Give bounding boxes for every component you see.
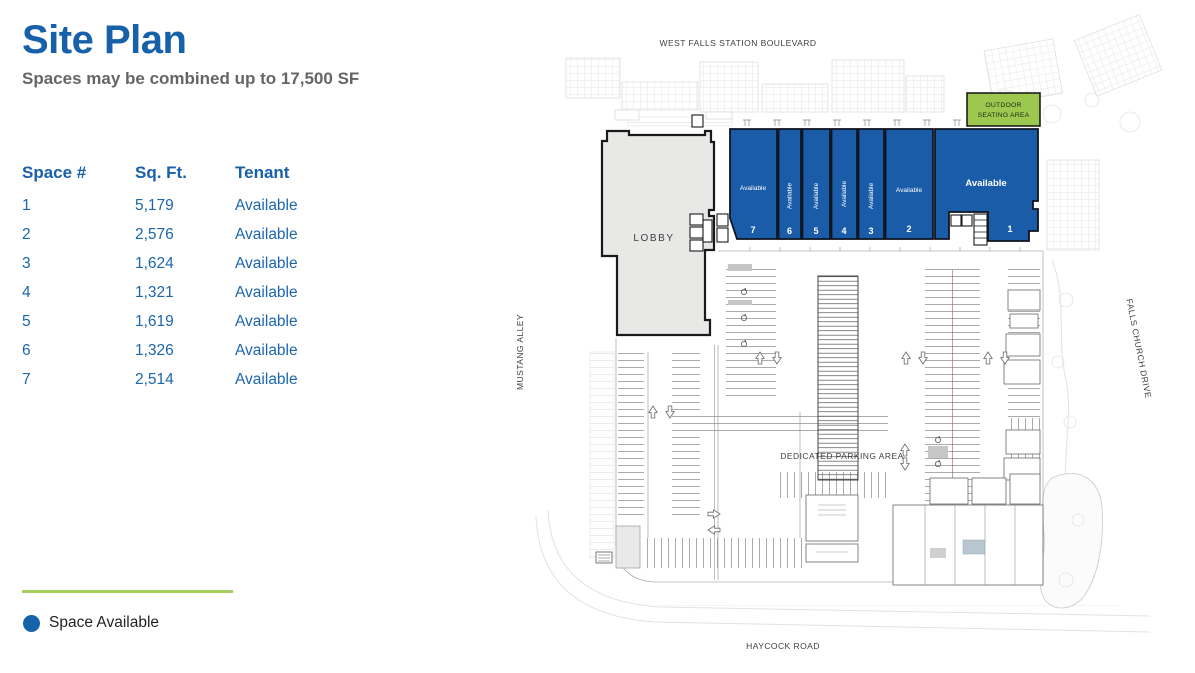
- road-label-haycock-road: HAYCOCK ROAD: [746, 641, 820, 651]
- table-header-row: Space # Sq. Ft. Tenant: [22, 163, 382, 191]
- cell-sqft: 1,624: [135, 255, 174, 272]
- cell-sqft: 2,576: [135, 226, 174, 243]
- cell-space-number: 1: [22, 197, 31, 214]
- space-4: [830, 128, 858, 240]
- parking-garage: [595, 247, 1044, 586]
- table-row: 4 1,321 Available: [22, 278, 382, 307]
- cell-sqft: 2,514: [135, 371, 174, 388]
- cell-space-number: 5: [22, 313, 31, 330]
- space-7: [729, 128, 778, 240]
- col-header-tenant: Tenant: [235, 163, 290, 182]
- outdoor-seating-line1: OUTDOOR: [985, 102, 1021, 109]
- cell-space-number: 3: [22, 255, 31, 272]
- cell-sqft: 1,326: [135, 342, 174, 359]
- road-label-mustang-alley: MUSTANG ALLEY: [515, 314, 525, 390]
- legend: Space Available: [23, 614, 159, 632]
- table-row: 6 1,326 Available: [22, 336, 382, 365]
- outdoor-seating-line2: SEATING AREA: [978, 112, 1030, 119]
- table-row: 5 1,619 Available: [22, 307, 382, 336]
- space-3-status: Available: [868, 182, 875, 209]
- space-2-status: Available: [896, 187, 923, 194]
- page-title: Site Plan: [22, 18, 187, 62]
- road-label-west-falls-station-boulevard: WEST FALLS STATION BOULEVARD: [660, 38, 817, 48]
- space-7-number: 7: [750, 225, 755, 235]
- cell-space-number: 2: [22, 226, 31, 243]
- table-row: 7 2,514 Available: [22, 365, 382, 394]
- cell-tenant: Available: [235, 342, 298, 359]
- context-buildings: [535, 13, 1163, 633]
- cell-space-number: 6: [22, 342, 31, 359]
- road-label-falls-church-drive: FALLS CHURCH DRIVE: [1124, 298, 1153, 399]
- table-row: 3 1,624 Available: [22, 249, 382, 278]
- cell-tenant: Available: [235, 255, 298, 272]
- retail-spaces: Available Available Available Available …: [729, 128, 1039, 246]
- space-3: [857, 128, 885, 240]
- space-5: [801, 128, 831, 240]
- cell-sqft: 1,619: [135, 313, 174, 330]
- cell-sqft: 5,179: [135, 197, 174, 214]
- cell-tenant: Available: [235, 371, 298, 388]
- dedicated-parking-area-label: DEDICATED PARKING AREA: [780, 451, 903, 461]
- cell-space-number: 4: [22, 284, 31, 301]
- space-1-number: 1: [1007, 224, 1012, 234]
- space-5-number: 5: [813, 226, 818, 236]
- spaces-table: Space # Sq. Ft. Tenant 1 5,179 Available…: [22, 163, 382, 394]
- cell-space-number: 7: [22, 371, 31, 388]
- space-4-status: Available: [841, 180, 848, 207]
- space-available-dot-icon: [23, 614, 40, 632]
- cell-tenant: Available: [235, 284, 298, 301]
- space-4-number: 4: [841, 226, 846, 236]
- table-row: 1 5,179 Available: [22, 191, 382, 220]
- legend-label: Space Available: [49, 614, 160, 631]
- space-6: [777, 128, 802, 240]
- col-header-space-number: Space #: [22, 163, 87, 182]
- col-header-sqft: Sq. Ft.: [135, 163, 187, 182]
- legend-divider: [22, 590, 233, 593]
- cell-sqft: 1,321: [135, 284, 174, 301]
- space-2: [884, 128, 934, 240]
- page-subtitle: Spaces may be combined up to 17,500 SF: [22, 69, 360, 88]
- info-panel: Site Plan Spaces may be combined up to 1…: [22, 18, 492, 632]
- space-6-status: Available: [787, 182, 794, 209]
- outdoor-seating-area: OUTDOOR SEATING AREA: [966, 92, 1041, 127]
- space-7-status: Available: [740, 185, 767, 192]
- space-1: [934, 128, 1039, 242]
- cell-tenant: Available: [235, 313, 298, 330]
- cell-tenant: Available: [235, 226, 298, 243]
- space-6-number: 6: [787, 226, 792, 236]
- space-1-status: Available: [965, 178, 1006, 189]
- cell-tenant: Available: [235, 197, 298, 214]
- space-5-status: Available: [813, 182, 820, 209]
- space-3-number: 3: [868, 226, 873, 236]
- lobby-building: LOBBY: [600, 114, 729, 337]
- table-row: 2 2,576 Available: [22, 220, 382, 249]
- lobby-label: LOBBY: [633, 233, 674, 244]
- space-2-number: 2: [906, 224, 911, 234]
